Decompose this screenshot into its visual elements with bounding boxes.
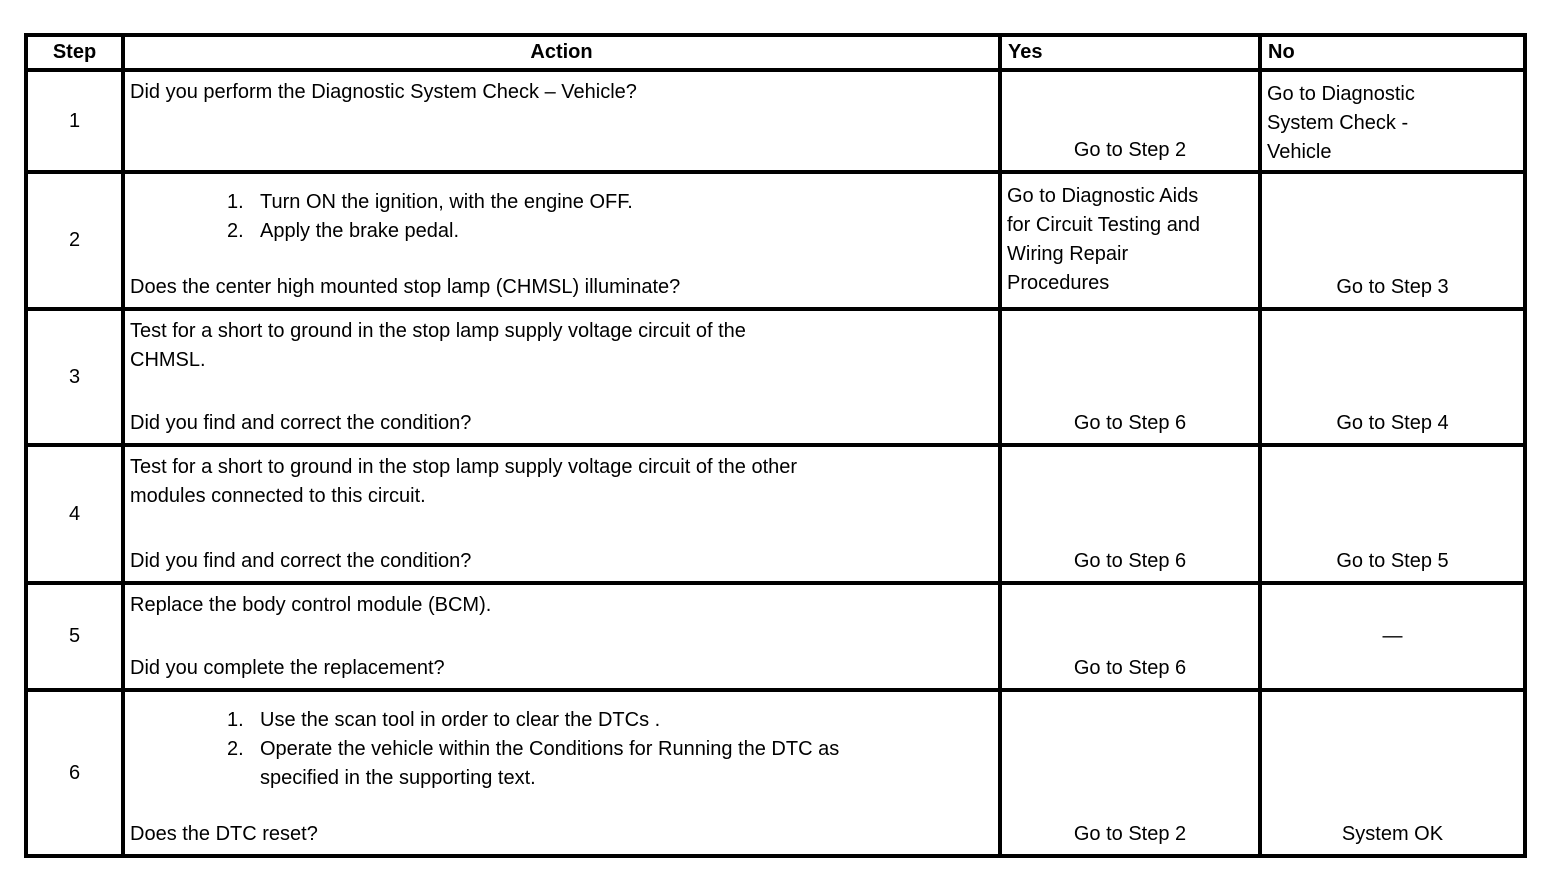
no-cell-5: — — [1262, 585, 1523, 688]
no-cell-3: Go to Step 4 — [1262, 311, 1523, 443]
action-question: Did you find and correct the condition? — [130, 550, 472, 572]
yes-cell-6: Go to Step 2 — [1002, 692, 1258, 854]
yes-cell-4: Go to Step 6 — [1002, 447, 1258, 581]
list-number: 1. — [227, 191, 244, 213]
action-cell-1: Did you perform the Diagnostic System Ch… — [125, 72, 998, 170]
yes-cell-5: Go to Step 6 — [1002, 585, 1258, 688]
action-list-item: 1. Use the scan tool in order to clear t… — [130, 706, 990, 735]
diagnostic-step-table: Step Action Yes No 1 Did you perform the… — [24, 33, 1527, 858]
action-cell-6: 1. Use the scan tool in order to clear t… — [125, 692, 998, 854]
action-instruction: Replace the body control module (BCM). — [130, 594, 492, 616]
list-text: Apply the brake pedal. — [260, 220, 460, 242]
list-number: 2. — [227, 220, 244, 242]
header-step: Step — [28, 37, 121, 68]
yes-cell-1: Go to Step 2 — [1002, 72, 1258, 170]
yes-cell-2: Go to Diagnostic Aids for Circuit Testin… — [1002, 174, 1258, 307]
yes-cell-3: Go to Step 6 — [1002, 311, 1258, 443]
action-instruction: Test for a short to ground in the stop l… — [130, 456, 798, 507]
list-number: 1. — [227, 709, 244, 731]
no-cell-2: Go to Step 3 — [1262, 174, 1523, 307]
action-question: Did you find and correct the condition? — [130, 412, 472, 434]
action-cell-2: 1. Turn ON the ignition, with the engine… — [125, 174, 998, 307]
action-cell-4: Test for a short to ground in the stop l… — [125, 447, 998, 581]
action-list: 1. Turn ON the ignition, with the engine… — [130, 188, 990, 246]
header-no: No — [1262, 37, 1523, 68]
action-list-item: 2. Apply the brake pedal. — [130, 217, 990, 246]
header-action: Action — [125, 37, 998, 68]
no-cell-6: System OK — [1262, 692, 1523, 854]
step-cell-4: 4 — [28, 447, 121, 581]
step-cell-1: 1 — [28, 72, 121, 170]
action-question: Did you complete the replacement? — [130, 657, 445, 679]
action-instruction: Test for a short to ground in the stop l… — [130, 320, 746, 371]
action-cell-3: Test for a short to ground in the stop l… — [125, 311, 998, 443]
action-question: Does the center high mounted stop lamp (… — [130, 276, 681, 298]
action-list-item: 1. Turn ON the ignition, with the engine… — [130, 188, 990, 217]
action-question: Did you perform the Diagnostic System Ch… — [130, 81, 637, 103]
no-cell-4: Go to Step 5 — [1262, 447, 1523, 581]
no-cell-1: Go to Diagnostic System Check - Vehicle — [1262, 72, 1523, 170]
header-yes: Yes — [1002, 37, 1258, 68]
action-cell-5: Replace the body control module (BCM). D… — [125, 585, 998, 688]
step-cell-5: 5 — [28, 585, 121, 688]
action-question: Does the DTC reset? — [130, 823, 318, 845]
step-cell-2: 2 — [28, 174, 121, 307]
action-list: 1. Use the scan tool in order to clear t… — [130, 706, 990, 793]
list-text: Turn ON the ignition, with the engine OF… — [260, 191, 633, 213]
list-text: Use the scan tool in order to clear the … — [260, 709, 661, 731]
step-cell-6: 6 — [28, 692, 121, 854]
step-cell-3: 3 — [28, 311, 121, 443]
list-text: Operate the vehicle within the Condition… — [260, 738, 840, 789]
action-list-item: 2. Operate the vehicle within the Condit… — [130, 735, 990, 793]
list-number: 2. — [227, 738, 244, 760]
